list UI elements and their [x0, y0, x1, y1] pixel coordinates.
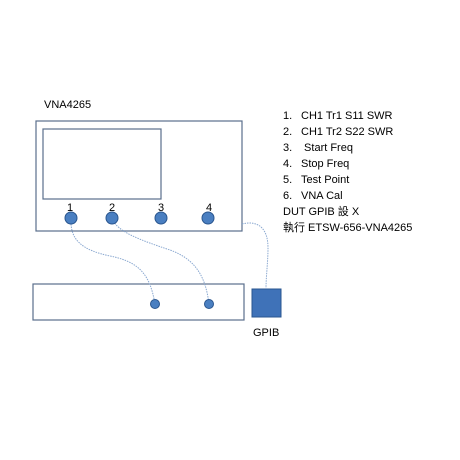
- port-number-3: 3: [157, 202, 165, 214]
- step-item: 6.VNA Cal: [283, 190, 343, 202]
- vna-port-1: [64, 211, 78, 225]
- gpib-connector-box: [251, 288, 282, 318]
- vna-port-3: [154, 211, 168, 225]
- step-item: 2.CH1 Tr2 S22 SWR: [283, 126, 394, 138]
- vna-label: VNA4265: [44, 99, 92, 111]
- step-item: 3. Start Freq: [283, 142, 353, 154]
- dut-port-2: [204, 299, 214, 309]
- port-number-1: 1: [66, 202, 74, 214]
- execute-note: 執行 ETSW-656-VNA4265: [283, 222, 413, 234]
- port-number-2: 2: [108, 202, 116, 214]
- vna-display-screen: [42, 128, 162, 200]
- vna-port-4: [201, 211, 215, 225]
- dut-gpib-note: DUT GPIB 設 X: [283, 206, 360, 218]
- port-number-4: 4: [205, 202, 213, 214]
- cable-vna-to-gpib: [241, 222, 269, 290]
- step-item: 5.Test Point: [283, 174, 350, 186]
- step-item: 4.Stop Freq: [283, 158, 350, 170]
- cable-port1-to-dut: [70, 218, 156, 305]
- gpib-label: GPIB: [253, 327, 280, 339]
- dut-port-1: [150, 299, 160, 309]
- step-item: 1.CH1 Tr1 S11 SWR: [283, 110, 393, 122]
- setup-steps-list: 1.CH1 Tr1 S11 SWR 2.CH1 Tr2 S22 SWR 3. S…: [283, 108, 393, 204]
- vna-port-2: [105, 211, 119, 225]
